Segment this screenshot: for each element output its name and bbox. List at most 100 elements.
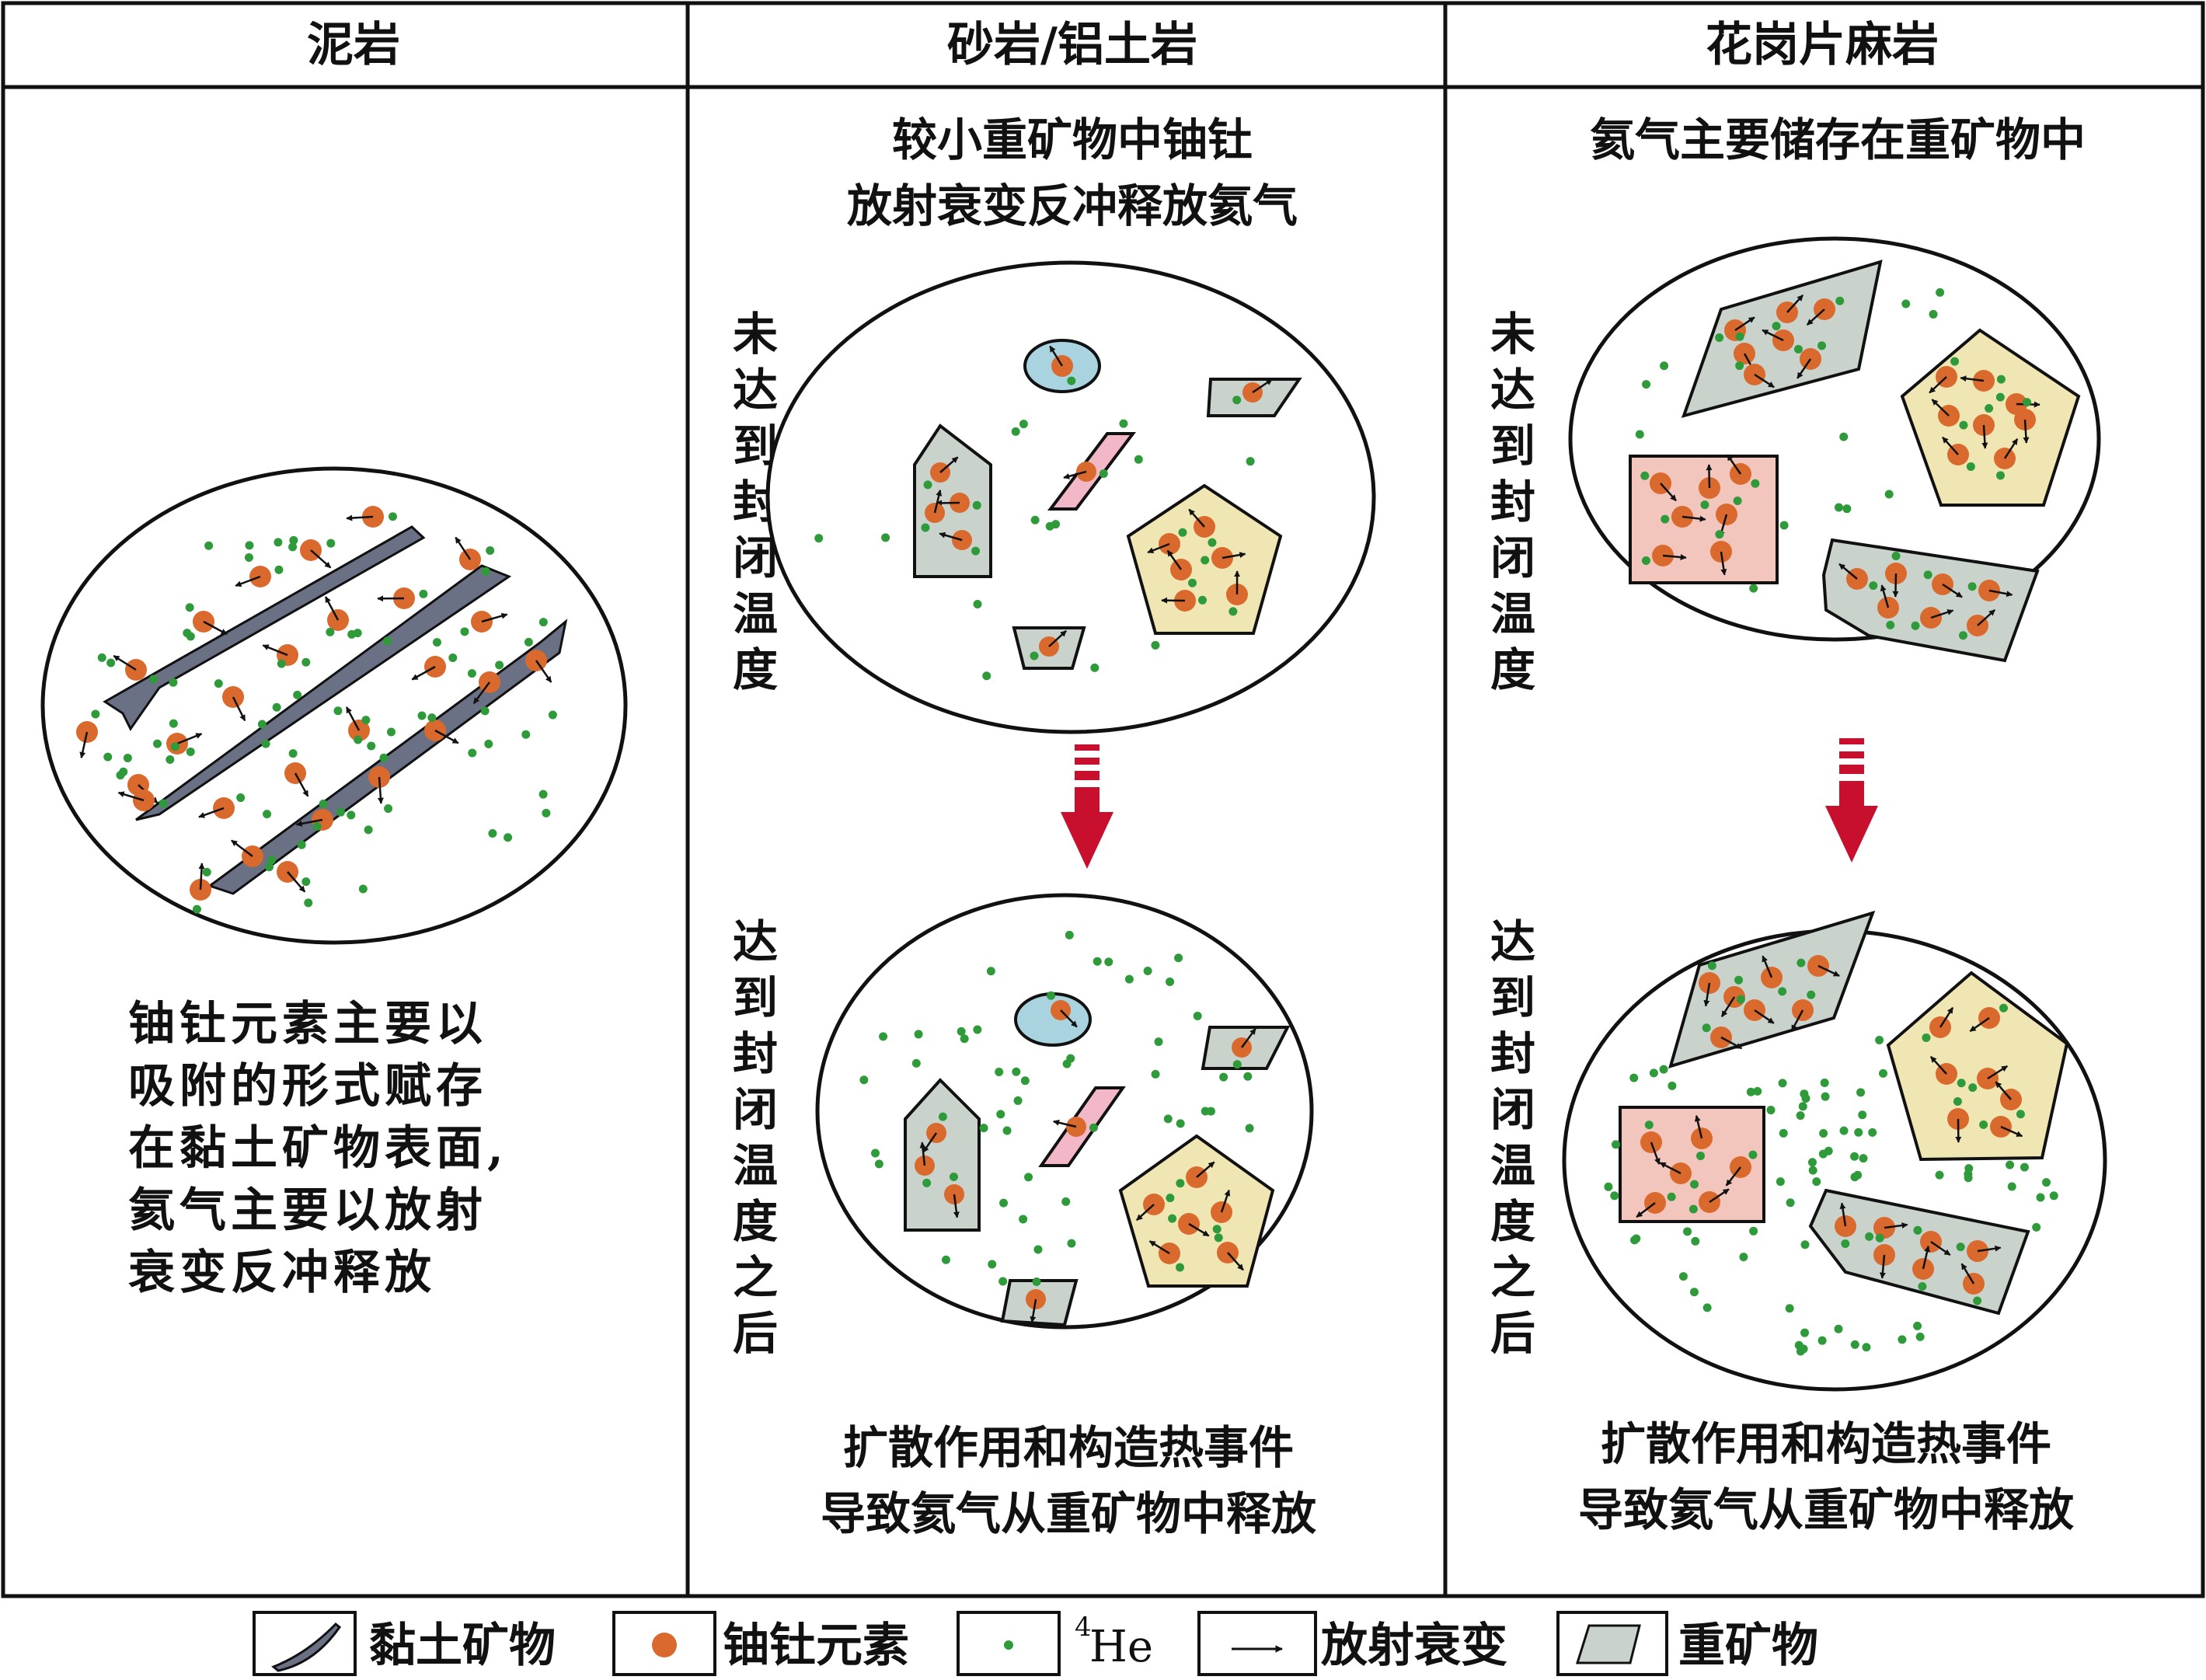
helium-dot [1024, 1173, 1033, 1182]
helium-dot [1201, 556, 1210, 565]
helium-dot [169, 719, 178, 728]
helium-dot [979, 1124, 988, 1133]
decay-arrow [1720, 551, 1727, 576]
helium-dot [1243, 1072, 1253, 1081]
helium-dot [1045, 521, 1054, 531]
gneiss-caption-bottom-2: 导致氦气从重矿物中释放 [1578, 1483, 2074, 1536]
helium-dot [1700, 500, 1709, 510]
helium-dot [170, 742, 179, 751]
helium-dot [1779, 1128, 1788, 1138]
decay-arrow [1797, 358, 1812, 379]
decay-arrow [1930, 1240, 1951, 1257]
helium-dot [1820, 1078, 1829, 1087]
decay-arrow [1838, 563, 1858, 580]
helium-dot [1245, 1124, 1254, 1133]
decay-arrow [1786, 294, 1804, 313]
helium-dot [1817, 1336, 1827, 1345]
helium-dot [521, 730, 531, 739]
decay-arrow [1734, 316, 1755, 332]
decay-arrow [1240, 1028, 1256, 1048]
sandstone-label-before: 未达到封闭温度 [733, 308, 778, 696]
helium-dot [1735, 332, 1744, 341]
helium-dot [106, 658, 116, 667]
helium-dot [467, 669, 476, 678]
helium-dot [1688, 1204, 1698, 1214]
decay-arrow [1939, 1007, 1954, 1028]
helium-dot [361, 716, 371, 725]
helium-dot [1629, 1073, 1639, 1082]
helium-dot [922, 1178, 932, 1187]
helium-dot [960, 1034, 969, 1044]
helium-dot [1956, 1243, 1965, 1252]
helium-dot [1858, 1110, 1867, 1120]
heavy-mineral-icon [1575, 1624, 1641, 1664]
helium-dot [1691, 1236, 1700, 1246]
helium-dot [1898, 1335, 1907, 1344]
helium-dot [1739, 1253, 1748, 1262]
decay-arrow [1060, 1009, 1078, 1028]
helium-dot [1201, 1107, 1210, 1116]
helium-dot [972, 500, 981, 510]
decay-arrow [919, 1141, 926, 1166]
helium-dot [214, 679, 223, 688]
helium-dot [159, 799, 168, 808]
helium-dot [353, 629, 362, 638]
helium-dot [1176, 1263, 1185, 1272]
decay-arrow [455, 536, 472, 560]
decay-arrow [345, 706, 361, 731]
decay-arrow [2003, 438, 2019, 459]
helium-dot [1854, 1128, 1863, 1137]
helium-dot [312, 821, 322, 831]
helium-dot [1012, 1067, 1021, 1076]
helium-dot [1967, 582, 1977, 591]
sandstone-caption-bottom-1: 扩散作用和构造热事件 [843, 1421, 1294, 1474]
helium-dot [272, 702, 281, 712]
helium-dot [169, 678, 178, 687]
decay-arrow [1969, 1016, 1990, 1033]
gneiss-transition-arrow [1825, 738, 1878, 863]
helium-dot [2042, 1178, 2051, 1187]
helium-dot [386, 727, 396, 737]
helium-dot [166, 755, 175, 765]
decay-arrow [377, 776, 384, 804]
decay-arrow [1659, 1162, 1682, 1175]
helium-dot [1090, 663, 1100, 672]
helium-dot [1798, 1102, 1807, 1111]
mudstone-note: 铀钍元素主要以 吸附的形式赋存 在黏土矿物表面, 氦气主要以放射 衰变反冲释放 [128, 997, 504, 1300]
helium-dot [998, 1277, 1008, 1286]
helium-dot [1778, 1079, 1787, 1088]
mudstone-note-line-1: 铀钍元素主要以 [128, 997, 487, 1051]
decay-arrow [1727, 454, 1742, 475]
decay-arrow [1694, 1115, 1703, 1139]
helium-dot [1959, 420, 1968, 430]
gneiss-panel: 氦气主要储存在重矿物中 未达到封闭温度 达到封闭温度之后 扩散作用和构造热事件 … [1490, 113, 2107, 1536]
decay-arrow [310, 549, 332, 569]
helium-dot [460, 627, 469, 636]
helium-dot [1143, 967, 1152, 976]
decay-arrow [1030, 1298, 1037, 1323]
helium-dot [1856, 1088, 1866, 1097]
helium-dot-icon [1004, 1640, 1013, 1650]
helium-dot [1661, 514, 1670, 524]
helium-dot [1772, 322, 1781, 331]
decay-arrow [1930, 609, 1954, 619]
gneiss-label-before: 未达到封闭温度 [1490, 308, 1535, 696]
helium-dot [1884, 490, 1894, 499]
helium-dot [379, 753, 389, 762]
helium-dot [264, 863, 274, 872]
helium-dot [1246, 457, 1255, 466]
helium-dot [448, 654, 458, 663]
decay-arrow [1660, 483, 1677, 502]
helium-dot [1957, 1079, 1966, 1088]
helium-dot [1923, 570, 1932, 580]
helium-dot [1604, 1182, 1613, 1191]
helium-dot [1178, 528, 1187, 537]
decay-arrow [1682, 515, 1706, 522]
decay-arrow [1725, 1166, 1741, 1187]
helium-dot [548, 710, 557, 720]
helium-dot [1868, 1128, 1877, 1137]
helium-dot [364, 825, 373, 835]
helium-dot [1667, 1192, 1676, 1201]
helium-dot [486, 545, 495, 555]
decay-arrow [1063, 470, 1087, 479]
